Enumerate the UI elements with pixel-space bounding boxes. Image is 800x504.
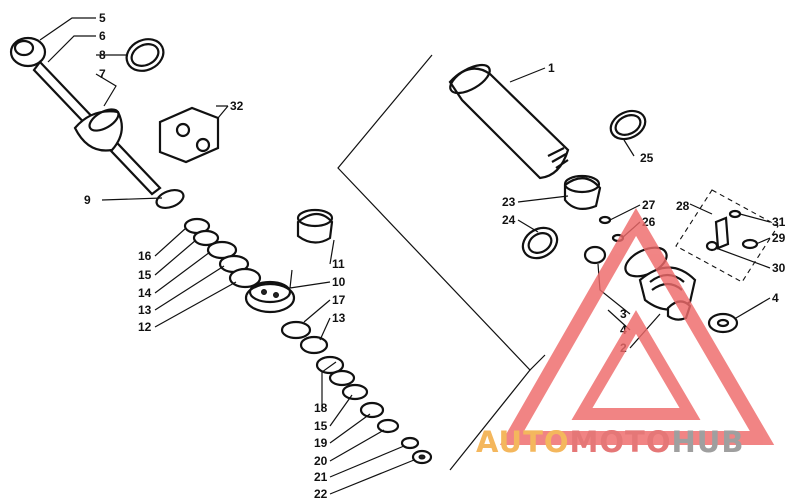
callout-28: 28 [676, 199, 690, 213]
shim-20 [376, 418, 400, 434]
callout-25: 25 [640, 151, 654, 165]
nut-bore [418, 454, 426, 460]
callout-18: 18 [314, 401, 328, 415]
shim-19 [359, 401, 385, 419]
callout-4b: 4 [620, 323, 627, 337]
piston-port [273, 292, 279, 298]
washer-27 [598, 215, 612, 225]
bracket-hole-2 [195, 137, 211, 153]
watermark: AUTOMOTOHUB [476, 208, 775, 459]
bracket-hole-1 [175, 122, 191, 138]
shim-stack-right [280, 320, 433, 465]
shaft-eye-bore [13, 39, 35, 57]
valve-kit [705, 209, 759, 252]
shaft-assembly [9, 36, 220, 210]
watermark-moto: MOTO [570, 425, 672, 459]
o-ring-inner [130, 43, 160, 67]
piston-port [261, 289, 267, 295]
callout-5: 5 [99, 11, 106, 25]
valve-cap-31 [728, 209, 742, 219]
callout-21: 21 [314, 470, 328, 484]
callout-23: 23 [502, 195, 516, 209]
callout-27: 27 [642, 198, 656, 212]
shim-13b [299, 335, 329, 355]
callout-15: 15 [138, 268, 152, 282]
callout-16: 16 [138, 249, 152, 263]
shock-body [448, 67, 570, 180]
shim-18b [328, 369, 356, 387]
callout-6: 6 [99, 29, 106, 43]
washer-4-bore [716, 318, 730, 328]
o-ring [125, 38, 165, 72]
ring-25 [609, 109, 647, 141]
watermark-auto: AUTO [476, 425, 570, 459]
washer-9 [155, 188, 185, 210]
shim-14 [206, 240, 238, 260]
callout-20: 20 [314, 454, 328, 468]
body-outline-lower [449, 369, 531, 471]
piston-ring [296, 212, 334, 244]
ring-24-inner [527, 232, 553, 254]
callout-13b: 13 [332, 311, 346, 325]
piston [244, 282, 296, 314]
piston-ring-top [296, 208, 334, 228]
callout-numbers: 5 6 8 7 32 9 16 15 14 13 12 11 10 17 13 … [84, 11, 786, 501]
valve-body [714, 216, 730, 250]
callout-12: 12 [138, 320, 152, 334]
bumper-top [88, 108, 120, 132]
callout-14: 14 [138, 286, 152, 300]
mount-bracket [158, 106, 220, 164]
callout-13: 13 [138, 303, 152, 317]
ring-25-inner [614, 114, 642, 136]
watermark-triangle-outer [499, 208, 775, 445]
adjuster-top [563, 174, 601, 194]
shim-12 [228, 267, 262, 289]
shim-stack-left [183, 217, 262, 289]
callout-10: 10 [332, 275, 346, 289]
callout-3: 3 [620, 307, 627, 321]
callout-31: 31 [772, 215, 786, 229]
callout-17: 17 [332, 293, 346, 307]
callout-7: 7 [99, 67, 106, 81]
callout-29: 29 [772, 231, 786, 245]
nut-21 [400, 436, 420, 450]
watermark-text: AUTOMOTOHUB [476, 425, 744, 459]
callout-24: 24 [502, 213, 516, 227]
callout-32: 32 [230, 99, 244, 113]
body-threads [547, 147, 569, 169]
shim-15 [192, 229, 220, 247]
callout-1: 1 [548, 61, 555, 75]
body-outline-upper [337, 54, 546, 371]
shim-15b [341, 383, 369, 401]
callout-11: 11 [332, 257, 345, 271]
callout-8: 8 [99, 48, 106, 62]
callout-4: 4 [772, 291, 779, 305]
ring-24 [521, 226, 559, 260]
washer-4 [707, 312, 739, 334]
washer-3 [583, 245, 607, 265]
callout-9: 9 [84, 193, 91, 207]
callout-15b: 15 [314, 419, 328, 433]
callout-19: 19 [314, 436, 328, 450]
watermark-triangle-inner [571, 310, 701, 420]
shim-17 [280, 320, 312, 340]
valve-cap-29 [741, 238, 759, 250]
body-opening [449, 63, 491, 95]
piston-face [248, 280, 292, 304]
watermark-hub: HUB [672, 425, 745, 459]
callout-22: 22 [314, 487, 328, 501]
piston-assembly [244, 208, 334, 314]
shim-18a [315, 355, 345, 375]
valve-core-30 [705, 240, 719, 252]
callout-30: 30 [772, 261, 786, 275]
adjuster-23 [563, 177, 602, 211]
shaft-eye [9, 36, 47, 68]
